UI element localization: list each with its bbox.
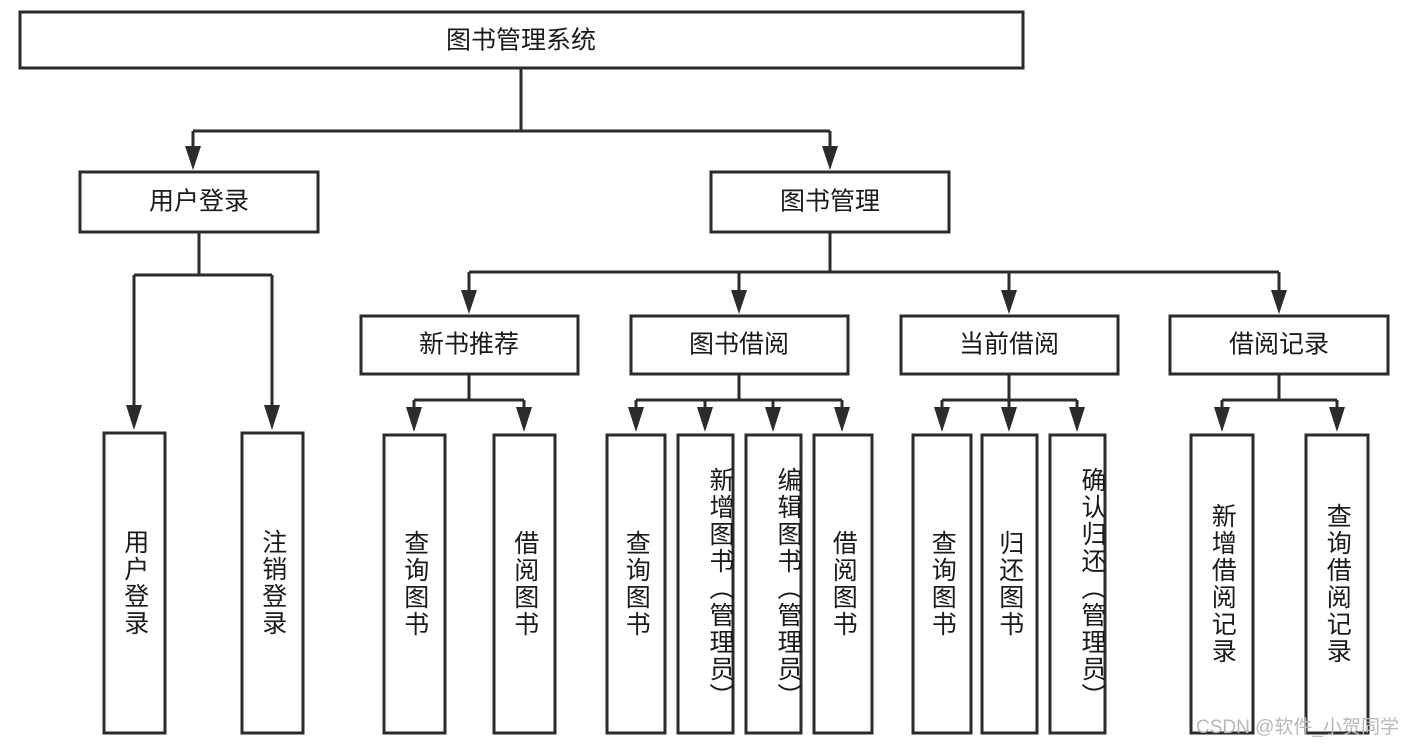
node-borrow-record[interactable]: 借阅记录 xyxy=(1168,314,1390,376)
arrowhead-leaf-add-book xyxy=(697,407,713,432)
node-book-borrow-box[interactable] xyxy=(629,314,850,376)
leaf-add-book-box[interactable] xyxy=(676,433,735,735)
node-root-box[interactable] xyxy=(18,10,1025,70)
node-current-borrow-box[interactable] xyxy=(899,314,1120,376)
arrowhead-leaf-query-record xyxy=(1329,407,1345,432)
leaf-add-record-box[interactable] xyxy=(1189,433,1255,735)
leaf-query-book-2-box[interactable] xyxy=(605,433,667,735)
leaf-query-book-3-box[interactable] xyxy=(911,433,973,735)
arrowhead-leaf-borrow-book-1 xyxy=(516,407,532,432)
leaf-query-record-box[interactable] xyxy=(1304,433,1370,735)
node-user-login-label: 用户登录 xyxy=(149,188,249,216)
leaf-query-book-1-box[interactable] xyxy=(382,433,447,735)
arrowhead-leaf-user-logout xyxy=(264,405,280,430)
arrowhead-leaf-add-record xyxy=(1214,407,1230,432)
node-current-borrow-label: 当前借阅 xyxy=(959,331,1059,359)
leaf-confirm-return-box[interactable] xyxy=(1048,433,1107,735)
arrowhead-book-borrow xyxy=(731,290,747,314)
node-book-borrow-label: 图书借阅 xyxy=(689,331,789,359)
node-book-borrow[interactable]: 图书借阅 xyxy=(629,314,850,376)
node-new-book-recommend-label: 新书推荐 xyxy=(419,331,519,359)
arrowhead-leaf-edit-book xyxy=(765,407,781,432)
node-user-login[interactable]: 用户登录 xyxy=(78,170,320,234)
connector-group xyxy=(126,68,1345,432)
node-new-book-recommend[interactable]: 新书推荐 xyxy=(359,314,580,376)
arrowhead-leaf-user-login xyxy=(126,405,142,430)
leaf-user-logout-box[interactable] xyxy=(240,431,305,735)
leaf-edit-book-box[interactable] xyxy=(744,433,803,735)
node-borrow-record-label: 借阅记录 xyxy=(1229,331,1329,359)
node-borrow-record-box[interactable] xyxy=(1168,314,1390,376)
arrowhead-leaf-query-book-3 xyxy=(934,407,950,432)
arrowhead-borrow-record xyxy=(1271,290,1287,314)
arrowhead-leaf-return-book xyxy=(1001,407,1017,432)
node-root[interactable]: 图书管理系统 xyxy=(18,10,1025,70)
node-book-manage[interactable]: 图书管理 xyxy=(709,170,951,234)
arrowhead-leaf-query-book-1 xyxy=(406,407,422,432)
leaf-borrow-book-1-box[interactable] xyxy=(492,433,557,735)
node-book-manage-box[interactable] xyxy=(709,170,951,234)
leaf-user-login-box[interactable] xyxy=(102,431,167,735)
node-book-manage-label: 图书管理 xyxy=(780,188,880,216)
arrowhead-book-manage xyxy=(822,146,838,170)
leaf-return-book-box[interactable] xyxy=(980,433,1039,735)
node-root-label: 图书管理系统 xyxy=(446,27,596,55)
arrowhead-current-borrow xyxy=(1001,290,1017,314)
arrowhead-leaf-confirm-return xyxy=(1069,407,1085,432)
node-current-borrow[interactable]: 当前借阅 xyxy=(899,314,1120,376)
node-new-book-recommend-box[interactable] xyxy=(359,314,580,376)
arrowhead-user-login xyxy=(185,146,201,170)
node-user-login-box[interactable] xyxy=(78,170,320,234)
arrowhead-new-book-recommend xyxy=(461,290,477,314)
arrowhead-leaf-borrow-book-2 xyxy=(834,407,850,432)
leaf-borrow-book-2-box[interactable] xyxy=(812,433,874,735)
arrowhead-leaf-query-book-2 xyxy=(628,407,644,432)
